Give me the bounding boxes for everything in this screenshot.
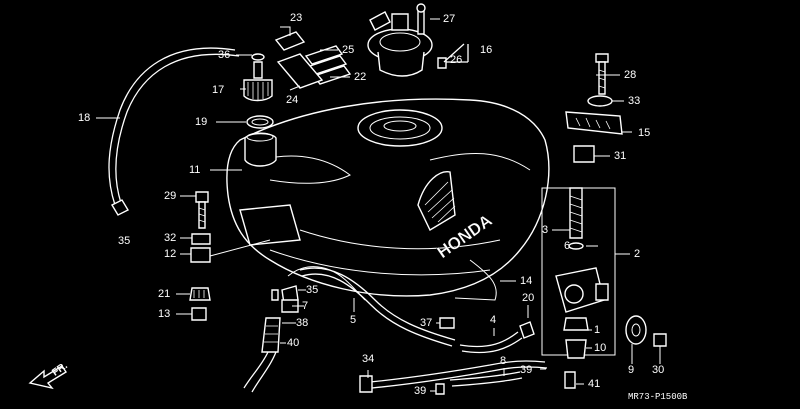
callout-18: 18 <box>78 112 91 124</box>
callout-27: 27 <box>443 13 456 25</box>
rear-mount-bracket <box>565 53 623 163</box>
drain-hose-assembly <box>243 266 366 393</box>
gasket-strips <box>274 31 352 89</box>
callout-34: 34 <box>362 353 375 365</box>
callout-3: 3 <box>542 224 549 236</box>
callout-39-right: 39 <box>520 364 533 376</box>
callout-14: 14 <box>520 275 533 287</box>
callout-9: 9 <box>628 364 635 376</box>
callout-1: 1 <box>594 324 601 336</box>
mounting-bolt-set <box>190 191 211 263</box>
callout-24: 24 <box>286 94 299 106</box>
front-direction-arrow-icon <box>28 365 67 390</box>
callout-31: 31 <box>614 150 627 162</box>
callout-28: 28 <box>624 69 637 81</box>
callout-17: 17 <box>212 84 225 96</box>
callout-19: 19 <box>195 116 208 128</box>
filler-neck <box>357 109 443 147</box>
fuel-hose-4 <box>439 317 535 354</box>
drawing-code: MR73-P1500B <box>628 392 688 402</box>
mounting-rubbers <box>189 287 211 321</box>
callout-22: 22 <box>354 71 367 83</box>
callout-12: 12 <box>164 248 177 260</box>
callout-39-left: 39 <box>414 385 427 397</box>
callout-30: 30 <box>652 364 665 376</box>
callout-32: 32 <box>164 232 177 244</box>
fuel-valve-assembly <box>541 187 667 389</box>
callout-35-lower: 35 <box>306 284 319 296</box>
callout-4: 4 <box>490 314 497 326</box>
callout-20: 20 <box>522 292 535 304</box>
callout-10: 10 <box>594 342 607 354</box>
callout-41: 41 <box>588 378 601 390</box>
callout-13: 13 <box>158 308 171 320</box>
callout-35-upper: 35 <box>118 235 131 247</box>
tank-breather-boss <box>244 132 277 167</box>
breather-hose <box>108 47 240 216</box>
callout-38: 38 <box>296 317 309 329</box>
callout-6: 6 <box>564 240 571 252</box>
callout-29: 29 <box>164 190 177 202</box>
callout-16: 16 <box>480 44 493 56</box>
breather-cap <box>243 53 274 129</box>
callout-25: 25 <box>342 44 355 56</box>
callout-37: 37 <box>420 317 433 329</box>
callout-11: 11 <box>189 164 201 176</box>
filler-cap-assembly <box>367 3 469 77</box>
callout-36: 36 <box>218 49 231 61</box>
callout-40: 40 <box>287 337 300 349</box>
callout-15: 15 <box>638 127 651 139</box>
callout-23: 23 <box>290 12 303 24</box>
callout-21: 21 <box>158 288 171 300</box>
wing-emblem <box>417 171 456 231</box>
overflow-hose <box>299 267 456 347</box>
callout-8: 8 <box>500 355 507 367</box>
fuel-tank <box>226 98 550 301</box>
callout-5: 5 <box>350 314 357 326</box>
callout-2: 2 <box>634 248 641 260</box>
callout-33: 33 <box>628 95 641 107</box>
callout-26: 26 <box>450 54 463 66</box>
leader-lines <box>96 18 661 392</box>
callout-7: 7 <box>302 300 309 312</box>
fuel-hose-8 <box>359 360 548 395</box>
